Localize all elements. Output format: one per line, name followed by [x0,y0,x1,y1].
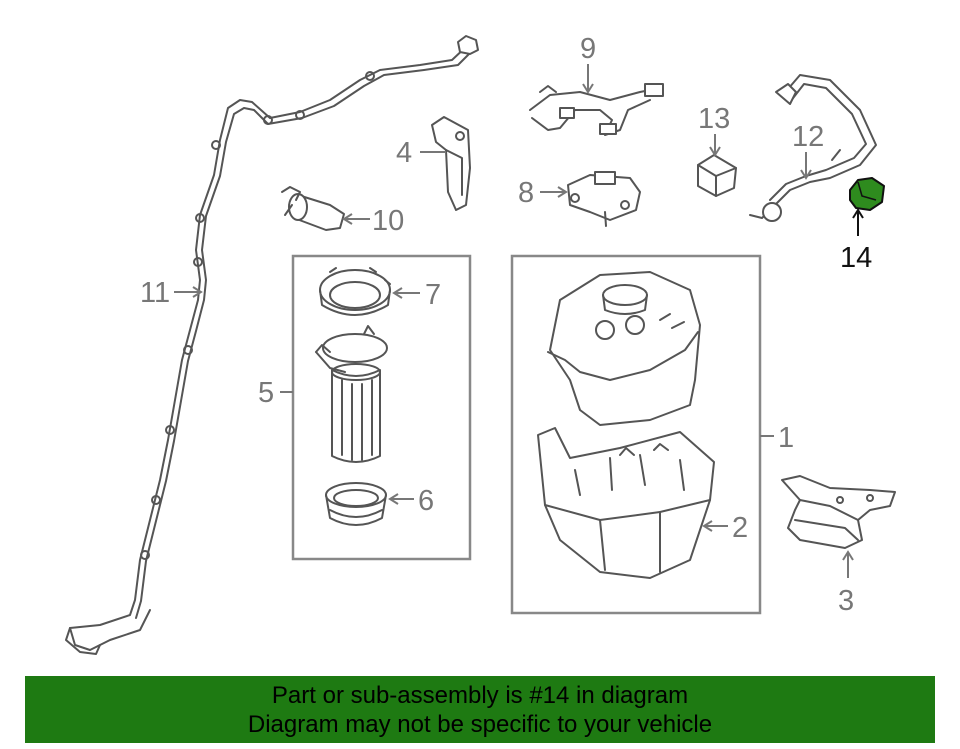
part-4-bracket [431,116,471,211]
part-9-harness [529,83,664,136]
callout-1: 1 [760,422,794,454]
callout-7: 7 [392,279,441,311]
callout-12: 12 [792,121,824,180]
callout-4: 4 [396,137,446,169]
callout-1-label: 1 [778,422,794,454]
callout-9-label: 9 [580,33,596,65]
part-14-cap [849,177,885,211]
part-7-lock-ring [319,267,391,316]
frame-part-5 [291,254,472,561]
part-11-fuel-line [65,35,479,655]
callout-5-label: 5 [258,377,274,409]
callout-3: 3 [838,550,854,617]
part-2-housing [537,427,715,579]
part-1-tank [547,271,701,426]
part-3-bracket [781,475,896,549]
frame-part-1 [510,254,762,615]
part-6-seal [325,482,387,526]
callout-9: 9 [580,33,596,94]
callout-10-label: 10 [372,205,404,237]
part-13-module [697,154,737,197]
callout-8: 8 [518,177,568,209]
callout-6-label: 6 [418,485,434,517]
part-10-valve [281,186,345,231]
part-5-pump-module [315,325,388,463]
callout-14-label: 14 [840,242,872,274]
banner-line-2: Diagram may not be specific to your vehi… [247,710,713,738]
callout-2-label: 2 [732,512,748,544]
callout-11: 11 [140,277,203,309]
callout-3-label: 3 [838,585,854,617]
callout-7-label: 7 [425,279,441,311]
callout-14: 14 [840,208,872,274]
callout-2: 2 [702,512,748,544]
callout-13-label: 13 [698,103,730,135]
info-banner: Part or sub-assembly is #14 in diagram D… [25,676,935,743]
callout-11-label: 11 [140,277,170,309]
callout-6: 6 [388,485,434,517]
part-8-valve-block [567,171,641,227]
callout-8-label: 8 [518,177,534,209]
callout-5: 5 [258,377,293,409]
callout-12-label: 12 [792,121,824,153]
part-12-vent-hose [749,74,877,222]
callout-4-label: 4 [396,137,412,169]
banner-line-1: Part or sub-assembly is #14 in diagram [271,681,689,709]
callout-13: 13 [698,103,730,157]
callout-10: 10 [342,205,404,237]
